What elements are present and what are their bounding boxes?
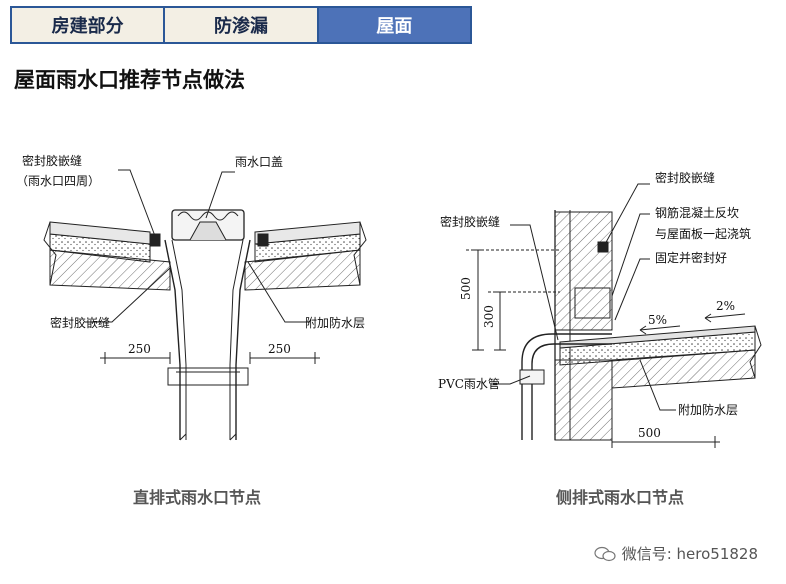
right-slope-arrow-2 [704,313,746,319]
left-leader-sealant-1 [118,169,156,237]
right-dim-label-300v: 300 [482,305,496,328]
right-slope-arrow-1 [639,325,681,331]
left-label-sealant-1: 密封胶嵌缝 [22,153,82,168]
tab-anti-leakage[interactable]: 防渗漏 [165,8,319,42]
right-top-layer [559,325,756,349]
left-label-extra-layer: 附加防水层 [305,315,365,330]
right-label-sealant-1: 密封胶嵌缝 [440,214,500,229]
left-pipe-break-r [229,433,237,441]
right-label-curb-2: 与屋面板一起浇筑 [655,226,751,241]
right-sealant-block [597,241,609,253]
left-sealant-block-r [257,233,269,247]
left-leader-cap [205,171,235,219]
right-break-line [749,325,762,379]
right-caption: 侧排式雨水口节点 [556,488,685,507]
right-labels: 密封胶嵌缝 密封胶嵌缝 钢筋混凝土反坎 与屋面板一起浇筑 固定并密封好 5% 2… [438,170,751,440]
left-pipe-break-l [179,433,187,441]
right-slope-arrowhead-2 [704,313,712,323]
right-label-slope-2: 2% [716,299,735,313]
right-label-curb-1: 钢筋混凝土反坎 [655,205,739,220]
left-funnel-left-wall [164,239,181,440]
left-funnel-right-wall [235,239,251,440]
right-lower-wall [554,359,613,441]
right-leader-sealant-1 [510,224,559,341]
right-leader-curb [611,213,650,297]
right-leader-sealant-2 [603,183,650,247]
watermark-text: 微信号: hero51828 [621,545,758,563]
left-dim-label-r: 250 [268,342,291,356]
left-caption: 直排式雨水口节点 [133,488,262,507]
right-pvc-pipe-outer [521,333,612,440]
left-sealant-block-l [149,233,161,247]
right-drawing [466,183,762,448]
right-label-slope-1: 5% [648,313,667,327]
page-title: 屋面雨水口推荐节点做法 [14,68,245,92]
right-slope-arrowhead-1 [639,325,647,335]
right-label-sealant-2: 密封胶嵌缝 [655,170,715,185]
wechat-icon [594,546,616,561]
right-parapet-wall [554,211,613,331]
right-label-fix: 固定并密封好 [655,250,727,265]
watermark: 微信号: hero51828 [594,543,758,564]
left-cap-center [189,221,227,241]
left-leader-sealant-2 [85,267,171,323]
left-dim-label-l: 250 [128,342,151,356]
tab-bar: 房建部分 防渗漏 屋面 [10,6,472,44]
right-leader-extra-layer [639,359,676,411]
left-label-sealant-1b: （雨水口四周） [16,174,100,188]
left-break-line-l [43,221,57,286]
left-pipe-collar [167,367,249,386]
right-curb [574,287,611,319]
left-drawing [43,169,367,441]
left-label-cap: 雨水口盖 [235,155,283,169]
tab-building[interactable]: 房建部分 [12,8,166,42]
right-leader-fix [614,258,650,321]
right-leader-pvc [493,375,531,385]
right-label-extra-layer: 附加防水层 [678,402,738,417]
left-funnel-inner-r [229,239,244,440]
left-label-sealant-2: 密封胶嵌缝 [50,315,110,330]
left-funnel-inner-l [171,239,187,440]
left-leader-extra-layer [247,261,310,323]
left-top-layer-right [254,221,361,245]
right-label-pvc: PVC雨水管 [438,376,500,391]
right-pipe-clamp [519,369,545,385]
left-break-line-r [353,221,367,286]
right-dim-label-500v: 500 [459,277,473,300]
tab-roof[interactable]: 屋面 [318,8,470,42]
right-dim-label-500h: 500 [638,426,661,440]
right-pvc-pipe-inner [531,343,612,440]
left-labels: 密封胶嵌缝 （雨水口四周） 雨水口盖 密封胶嵌缝 附加防水层 250 250 [16,153,365,356]
